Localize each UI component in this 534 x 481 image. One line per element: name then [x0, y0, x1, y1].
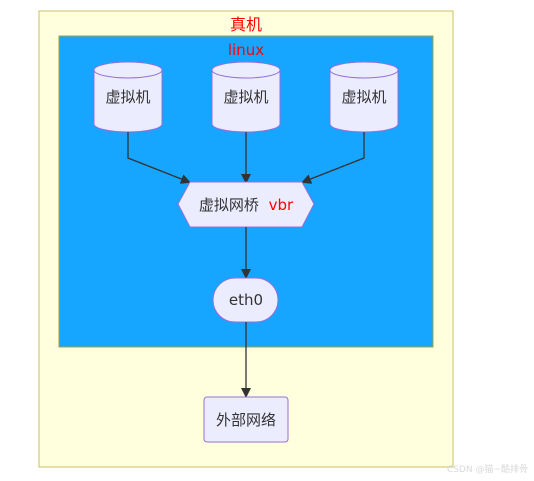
external-network-label: 外部网络 [216, 411, 276, 429]
bridge-node-label: 虚拟网桥 vbr [199, 196, 294, 214]
edge-vm1-bridge [127, 132, 191, 184]
eth0-node-label: eth0 [229, 291, 263, 309]
outer-cluster-title: 真机 [230, 15, 262, 34]
bridge-label-accent: vbr [269, 196, 294, 214]
eth0-node: eth0 [212, 277, 279, 323]
external-network-node: 外部网络 [203, 396, 289, 443]
vm-node-1: 虚拟机 [93, 61, 163, 133]
vm-node-3: 虚拟机 [329, 61, 399, 133]
vm-node-1-label: 虚拟机 [105, 88, 150, 106]
bridge-node: 虚拟网桥 vbr [177, 181, 315, 228]
vm-node-3-label: 虚拟机 [341, 88, 386, 106]
inner-cluster-title: linux [228, 41, 264, 59]
edge-vm3-bridge [301, 132, 365, 184]
bridge-label-main: 虚拟网桥 [199, 196, 259, 214]
watermark: CSDN @猫~酷排骨 [446, 465, 528, 475]
vm-node-2-label: 虚拟机 [223, 88, 268, 106]
vm-node-2: 虚拟机 [211, 61, 281, 133]
